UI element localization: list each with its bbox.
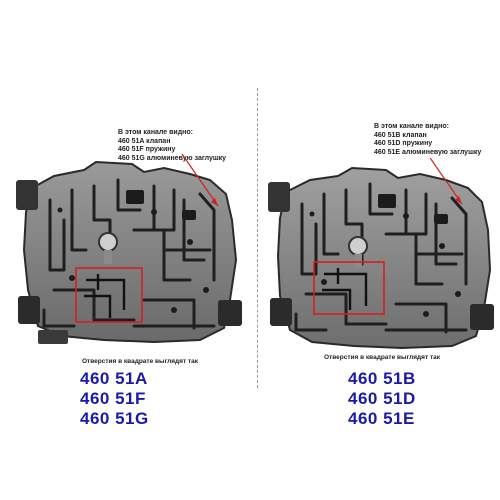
- bolt-icon: [98, 232, 118, 252]
- code-item: 460 51G: [80, 409, 149, 428]
- arrow-pointer: [181, 153, 219, 207]
- panel-right: В этом канале видно: 460 51B клапан 460 …: [258, 0, 500, 500]
- code-item: 460 51F: [80, 389, 146, 408]
- valve-body-photo: [268, 158, 494, 350]
- caption: Отверстия в квадрате выглядят так: [324, 354, 440, 361]
- note-line-3: 460 51F пружину: [118, 146, 176, 154]
- code-list: 460 51B 460 51D 460 51E: [348, 369, 416, 429]
- note-line-4: 460 51E алюминевую заглушку: [374, 148, 482, 156]
- code-item: 460 51A: [80, 369, 148, 388]
- code-list: 460 51A 460 51F 460 51G: [80, 369, 149, 429]
- channel-note: В этом канале видно: 460 51A клапан 460 …: [118, 129, 226, 163]
- code-item: 460 51E: [348, 409, 415, 428]
- solenoid-left-bottom: [18, 296, 40, 324]
- valve-body-photo: [16, 153, 242, 344]
- note-line-2: 460 51A клапан: [118, 137, 171, 145]
- highlight-box: [75, 267, 143, 323]
- bolt-icon: [348, 236, 368, 256]
- solenoid-left-bottom: [270, 298, 292, 326]
- solenoid-left-top: [16, 180, 38, 210]
- panel-left: В этом канале видно: 460 51A клапан 460 …: [16, 129, 242, 429]
- note-line-1: В этом канале видно:: [118, 129, 194, 136]
- arrow-pointer: [429, 158, 463, 205]
- solenoid-right: [470, 304, 494, 330]
- channel-note: В этом канале видно: 460 51B клапан 460 …: [374, 123, 481, 157]
- note-line-1: В этом канале видно:: [374, 123, 450, 130]
- note-line-2: 460 51B клапан: [374, 131, 427, 139]
- divider: [257, 88, 258, 388]
- note-line-3: 460 51D пружину: [374, 140, 433, 148]
- code-item: 460 51D: [348, 389, 416, 408]
- solenoid-right: [218, 300, 242, 326]
- code-item: 460 51B: [348, 369, 416, 388]
- note-line-4: 460 51G алюминевую заглушку: [118, 154, 227, 162]
- caption: Отверстия в квадрате выглядят так: [82, 358, 198, 365]
- highlight-box: [313, 261, 385, 315]
- solenoid-left-top: [268, 182, 290, 212]
